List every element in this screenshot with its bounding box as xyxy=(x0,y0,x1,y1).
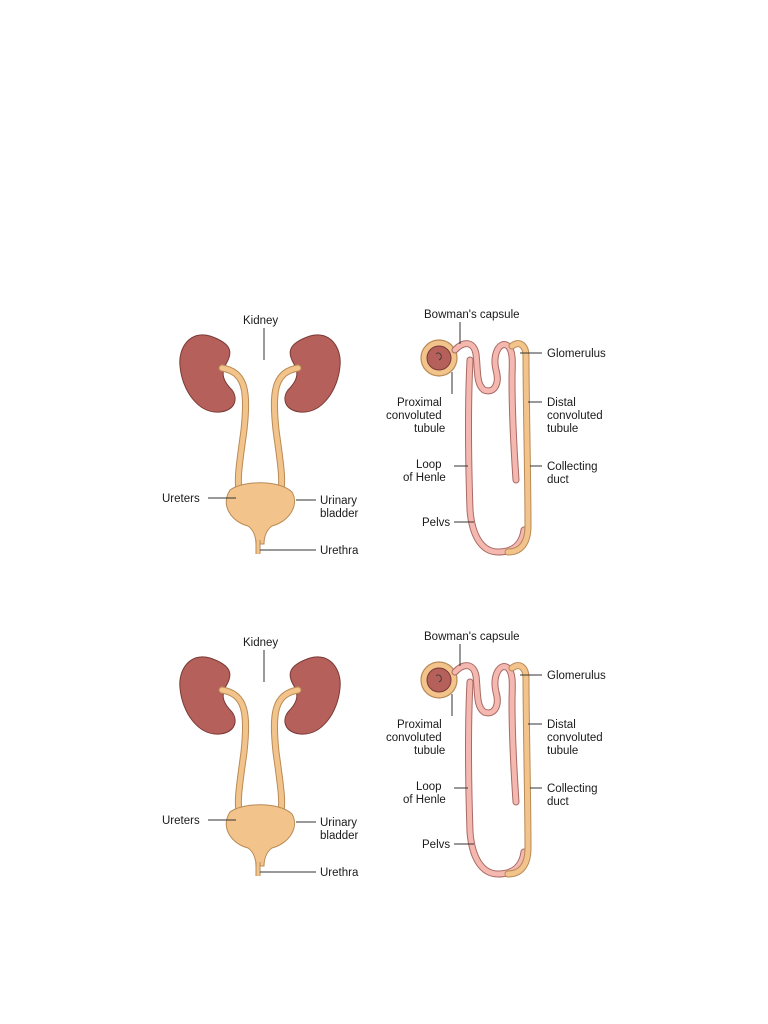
urinary-nephron-svg-2: Kidney Ureters Urinary bladder Urethra B… xyxy=(162,631,606,879)
kidney-right xyxy=(284,656,341,735)
urinary-system-diagram-bottom: Kidney Ureters Urinary bladder Urethra B… xyxy=(150,622,620,902)
nephron-tubule-fill xyxy=(452,663,519,805)
label-urinary: Urinary xyxy=(320,817,357,829)
label-of-henle: of Henle xyxy=(403,794,446,806)
label-distal: Distal xyxy=(547,397,576,409)
label-urinary: Urinary xyxy=(320,495,357,507)
label-bowmans-capsule: Bowman's capsule xyxy=(424,309,520,321)
label-proximal: Proximal xyxy=(397,719,442,731)
label-distal: Distal xyxy=(547,719,576,731)
urinary-nephron-svg: Kidney Ureters Urinary bladder Urethra B… xyxy=(162,309,606,557)
urinary-bladder xyxy=(225,482,295,545)
collecting-duct-fill xyxy=(505,663,531,877)
urinary-bladder xyxy=(225,804,295,867)
label-convoluted-right: convoluted xyxy=(547,732,603,744)
label-duct: duct xyxy=(547,474,570,486)
label-kidney: Kidney xyxy=(243,637,278,649)
label-convoluted-left: convoluted xyxy=(386,732,442,744)
kidney-left xyxy=(179,334,236,413)
ureter-right-fill xyxy=(271,687,301,819)
label-pelvs: Pelvs xyxy=(422,517,450,529)
label-convoluted-right: convoluted xyxy=(547,410,603,422)
ureter-left-fill xyxy=(219,687,249,819)
label-loop: Loop xyxy=(416,459,442,471)
glomerulus-loop xyxy=(435,674,442,683)
label-glomerulus: Glomerulus xyxy=(547,348,606,360)
label-ureters: Ureters xyxy=(162,493,200,505)
glomerulus-loop xyxy=(435,352,442,361)
urinary-system-diagram-top: Kidney Ureters Urinary bladder Urethra B… xyxy=(150,300,620,580)
label-collecting: Collecting xyxy=(547,783,598,795)
label-duct: duct xyxy=(547,796,570,808)
label-convoluted-left: convoluted xyxy=(386,410,442,422)
label-urethra: Urethra xyxy=(320,545,359,557)
nephron-tubule xyxy=(451,340,520,484)
collecting-duct-fill xyxy=(505,341,531,555)
label-tubule-left: tubule xyxy=(414,745,445,757)
label-glomerulus: Glomerulus xyxy=(547,670,606,682)
nephron-tubule-fill xyxy=(452,341,519,483)
label-bowmans-capsule: Bowman's capsule xyxy=(424,631,520,643)
label-tubule-right: tubule xyxy=(547,423,578,435)
label-loop: Loop xyxy=(416,781,442,793)
label-tubule-left: tubule xyxy=(414,423,445,435)
label-kidney: Kidney xyxy=(243,315,278,327)
label-tubule-right: tubule xyxy=(547,745,578,757)
label-bladder: bladder xyxy=(320,508,359,520)
nephron-tubule xyxy=(451,662,520,806)
label-pelvs: Pelvs xyxy=(422,839,450,851)
glomerulus-shape xyxy=(426,667,452,693)
ureter-left-fill xyxy=(219,365,249,497)
label-collecting: Collecting xyxy=(547,461,598,473)
kidney-left xyxy=(179,656,236,735)
label-urethra: Urethra xyxy=(320,867,359,879)
label-ureters: Ureters xyxy=(162,815,200,827)
label-of-henle: of Henle xyxy=(403,472,446,484)
label-proximal: Proximal xyxy=(397,397,442,409)
glomerulus-shape xyxy=(426,345,452,371)
ureter-right-fill xyxy=(271,365,301,497)
kidney-right xyxy=(284,334,341,413)
label-bladder: bladder xyxy=(320,830,359,842)
